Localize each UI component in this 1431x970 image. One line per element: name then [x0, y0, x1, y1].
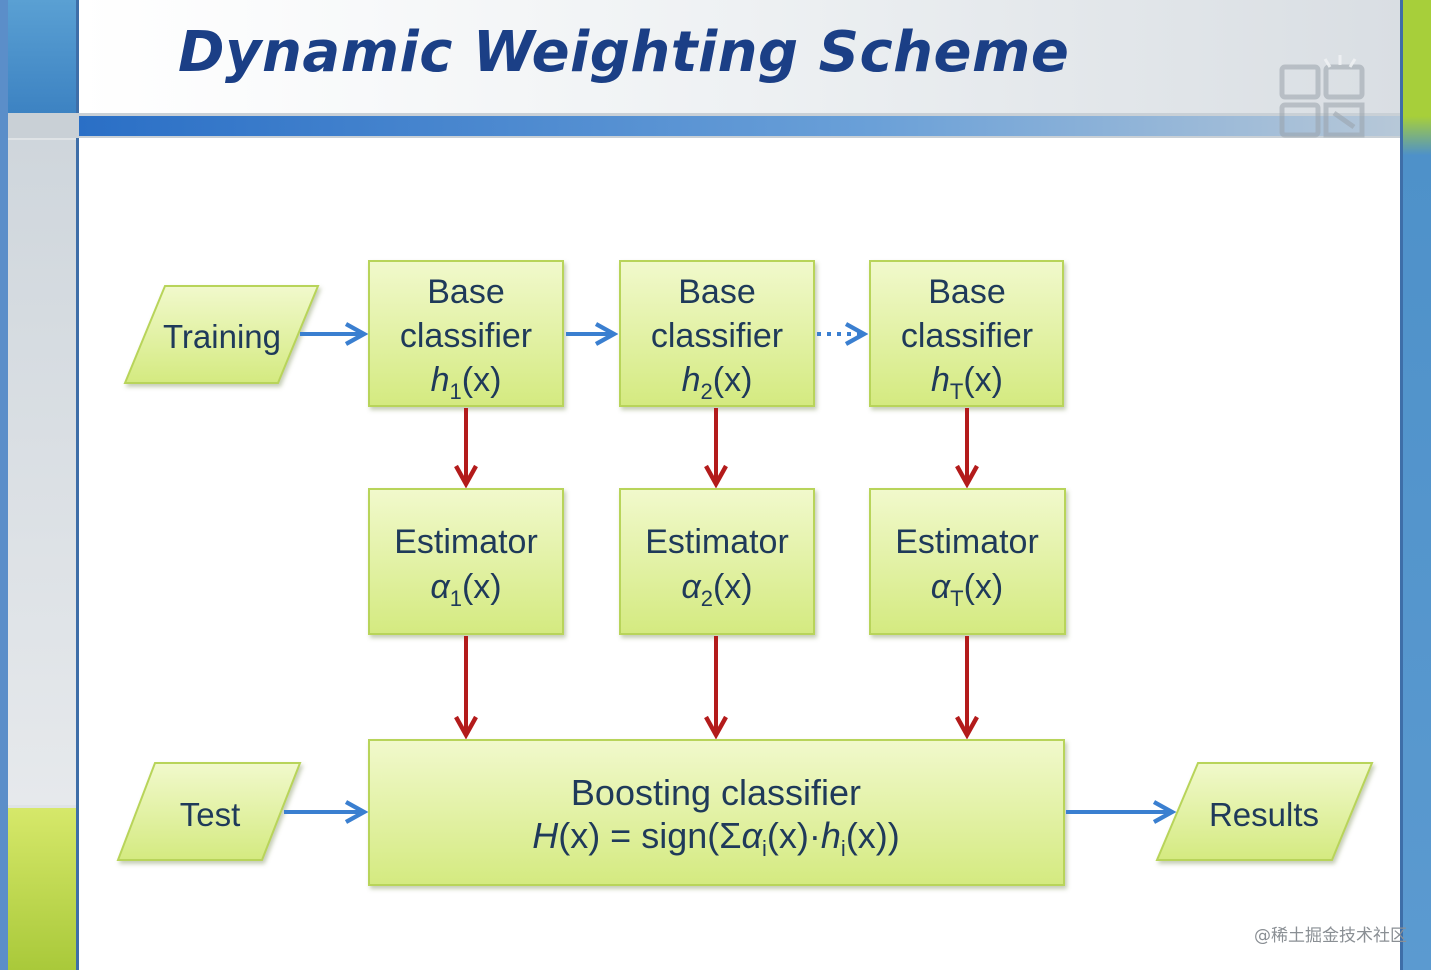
right-divider	[1400, 0, 1403, 970]
left-panel-top-block	[8, 0, 76, 115]
watermark-text: @稀土掘金技术社区	[1254, 926, 1407, 946]
base-classifier-2-formula: h2(x)	[682, 361, 753, 404]
base-classifier-2: Base classifier h2(x)	[619, 260, 815, 407]
left-panel-middle-block	[8, 140, 76, 805]
estimator-T: Estimator αT(x)	[869, 488, 1066, 635]
estimator-1-formula: α1(x)	[430, 568, 501, 611]
left-panel-bottom-block	[8, 808, 76, 970]
left-accent-strip	[0, 0, 8, 970]
results-output-shape: Results	[1155, 762, 1374, 861]
slide-title: Dynamic Weighting Scheme	[178, 20, 1070, 85]
base-classifier-1-formula: h1(x)	[431, 361, 502, 404]
boosting-classifier-title: Boosting classifier	[571, 772, 861, 813]
estimator-T-label: Estimator	[895, 523, 1039, 561]
right-accent-strip	[1402, 0, 1431, 970]
base-classifier-T: Base classifier hT(x)	[869, 260, 1064, 407]
boosting-classifier-formula: H(x) = sign(Σαi(x)·hi(x))	[532, 815, 900, 861]
header-underline-blue	[79, 116, 1402, 136]
estimator-2: Estimator α2(x)	[619, 488, 815, 635]
base-classifier-T-line1: Base	[928, 273, 1006, 311]
estimator-2-formula: α2(x)	[681, 568, 752, 611]
results-label: Results	[1209, 796, 1319, 833]
base-classifier-2-line2: classifier	[651, 317, 783, 355]
left-divider	[76, 0, 79, 970]
base-classifier-1-line1: Base	[427, 273, 505, 311]
estimator-T-formula: αT(x)	[931, 568, 1004, 611]
base-classifier-T-line2: classifier	[901, 317, 1033, 355]
estimator-1-label: Estimator	[394, 523, 538, 561]
test-input-shape: Test	[116, 762, 302, 861]
estimator-2-label: Estimator	[645, 523, 789, 561]
training-input-shape: Training	[123, 285, 320, 384]
base-classifier-1-line2: classifier	[400, 317, 532, 355]
base-classifier-2-line1: Base	[678, 273, 756, 311]
base-classifier-T-formula: hT(x)	[931, 361, 1003, 404]
test-label: Test	[180, 796, 241, 833]
training-label: Training	[163, 318, 281, 355]
base-classifier-1: Base classifier h1(x)	[368, 260, 564, 407]
estimator-1: Estimator α1(x)	[368, 488, 564, 635]
boosting-classifier: Boosting classifier H(x) = sign(Σαi(x)·h…	[368, 739, 1065, 886]
header-background	[79, 0, 1402, 113]
brand-logo-icon	[1279, 55, 1365, 138]
